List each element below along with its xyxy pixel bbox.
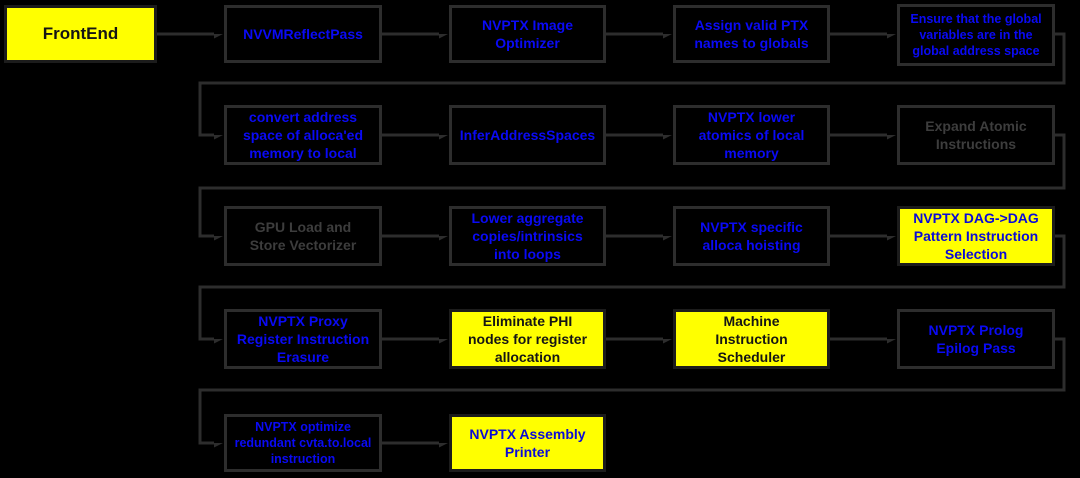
node-ensure-global-variables: Ensure that the global variables are in … <box>897 4 1055 66</box>
node-lower-aggregate-copies: Lower aggregate copies/intrinsics into l… <box>449 206 606 266</box>
node-nvvm-reflect-pass: NVVMReflectPass <box>224 5 382 63</box>
node-frontend: FrontEnd <box>4 5 157 63</box>
node-nvptx-specific-alloca-hoisting: NVPTX specific alloca hoisting <box>673 206 830 266</box>
node-nvptx-assembly-printer: NVPTX Assembly Printer <box>449 414 606 472</box>
node-machine-instruction-scheduler: Machine Instruction Scheduler <box>673 309 830 369</box>
node-nvptx-lower-atomics: NVPTX lower atomics of local memory <box>673 105 830 165</box>
connector-row1-to-row2 <box>198 32 1066 135</box>
node-nvptx-dag-dag-selection: NVPTX DAG->DAG Pattern Instruction Selec… <box>897 206 1055 266</box>
node-nvptx-image-optimizer: NVPTX Image Optimizer <box>449 5 606 63</box>
node-expand-atomic-instructions: Expand Atomic Instructions <box>897 105 1055 165</box>
connector-row4-to-row5 <box>198 337 1066 443</box>
node-convert-address-space: convert address space of alloca'ed memor… <box>224 105 382 165</box>
node-eliminate-phi-nodes: Eliminate PHI nodes for register allocat… <box>449 309 606 369</box>
node-nvptx-optimize-redundant-cvta: NVPTX optimize redundant cvta.to.local i… <box>224 414 382 472</box>
node-infer-address-spaces: InferAddressSpaces <box>449 105 606 165</box>
node-gpu-load-store-vectorizer: GPU Load and Store Vectorizer <box>224 206 382 266</box>
connector-row3-to-row4 <box>198 234 1066 339</box>
connector-row2-to-row3 <box>198 133 1066 236</box>
node-assign-valid-ptx-names: Assign valid PTX names to globals <box>673 5 830 63</box>
node-nvptx-prolog-epilog-pass: NVPTX Prolog Epilog Pass <box>897 309 1055 369</box>
node-nvptx-proxy-register-erasure: NVPTX Proxy Register Instruction Erasure <box>224 309 382 369</box>
